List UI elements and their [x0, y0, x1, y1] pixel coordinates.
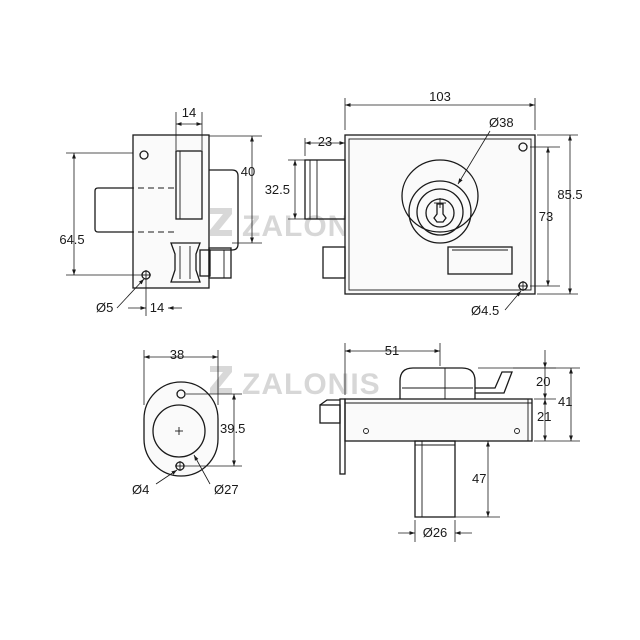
- side-view: 14 64.5 40 Ø5 14: [59, 105, 262, 316]
- dim-top-height-upper: 20: [536, 374, 550, 389]
- front-cylinder-outer: [408, 180, 472, 244]
- side-plate: [132, 134, 210, 289]
- rosette-view: 38 39.5 Ø4 Ø27: [132, 347, 245, 497]
- top-view: 51 20 21 41 47 Ø26: [319, 343, 580, 542]
- top-knob-housing: [399, 367, 476, 399]
- side-slot: [175, 150, 203, 220]
- watermark-logo-icon: [210, 366, 232, 394]
- dim-front-hole: Ø4.5: [471, 303, 499, 318]
- dim-front-inner-height: 73: [539, 209, 553, 224]
- dim-rosette-cylinder: Ø27: [214, 482, 239, 497]
- watermark-bottom: ZALONIS: [210, 366, 381, 401]
- front-body: [344, 134, 536, 295]
- top-cylinder: [414, 440, 456, 518]
- front-cylinder-inner: [416, 188, 464, 236]
- side-housing: [209, 169, 239, 251]
- side-lower-housing: [208, 247, 232, 279]
- dim-side-bottom-width: 14: [150, 300, 164, 315]
- front-latch: [322, 246, 346, 279]
- side-knob: [170, 242, 201, 283]
- keyhole-icon: [433, 203, 447, 223]
- dim-rosette-height: 39.5: [220, 421, 245, 436]
- dim-rosette-hole: Ø4: [132, 482, 149, 497]
- dim-front-width: 103: [429, 89, 451, 104]
- top-front-plate: [339, 398, 346, 475]
- watermark-text: ZALONIS: [242, 368, 381, 401]
- dim-front-bolt-height: 32.5: [265, 182, 290, 197]
- dim-top-height-lower: 21: [537, 409, 551, 424]
- watermark-logo-icon: [210, 208, 232, 236]
- front-rosette: [401, 159, 479, 233]
- front-view: 103 23 32.5 Ø38 73 85.5 Ø4.5: [265, 89, 583, 318]
- dim-top-overall-height: 41: [558, 394, 572, 409]
- dim-side-height: 64.5: [59, 232, 84, 247]
- dim-side-top-width: 14: [182, 105, 196, 120]
- top-bolt: [319, 404, 341, 424]
- dim-side-hole: Ø5: [96, 300, 113, 315]
- dim-front-cylinder: Ø38: [489, 115, 514, 130]
- side-knob-stem: [199, 249, 211, 277]
- top-hook: [475, 371, 513, 394]
- dim-front-bolt-protrusion: 23: [318, 134, 332, 149]
- dim-front-overall-height: 85.5: [557, 187, 582, 202]
- dim-top-depth: 51: [385, 343, 399, 358]
- top-body: [344, 398, 533, 442]
- rosette-hole-top: [176, 389, 186, 399]
- front-slot: [447, 246, 513, 275]
- dim-side-knob-height: 40: [241, 164, 255, 179]
- side-bolt: [94, 187, 133, 233]
- front-hole-top: [518, 142, 528, 152]
- dim-top-cylinder-diameter: Ø26: [423, 525, 448, 540]
- side-hole-top: [139, 150, 149, 160]
- dim-top-cylinder-length: 47: [472, 471, 486, 486]
- rosette-outline: [143, 381, 219, 477]
- front-bolt: [304, 159, 346, 220]
- rosette-cylinder: [152, 404, 206, 458]
- dim-rosette-width: 38: [170, 347, 184, 362]
